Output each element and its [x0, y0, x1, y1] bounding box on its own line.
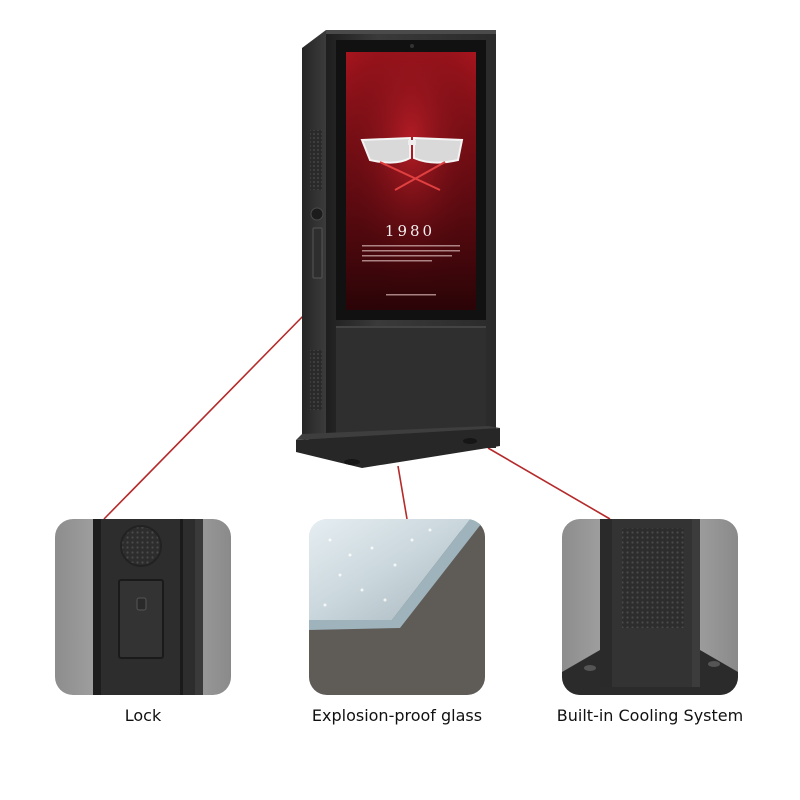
glass-closeup-image	[309, 519, 485, 695]
cooling-closeup-image	[562, 519, 738, 695]
sunglasses-image	[360, 136, 464, 191]
feature-label-glass: Explosion-proof glass	[311, 706, 483, 725]
feature-label-cooling: Built-in Cooling System	[556, 706, 744, 725]
feature-label-lock: Lock	[124, 706, 162, 725]
lock-closeup-image	[55, 519, 231, 695]
screen-headline: 1980	[384, 222, 436, 240]
kiosk-display	[296, 30, 500, 468]
callout-lines	[103, 311, 611, 520]
